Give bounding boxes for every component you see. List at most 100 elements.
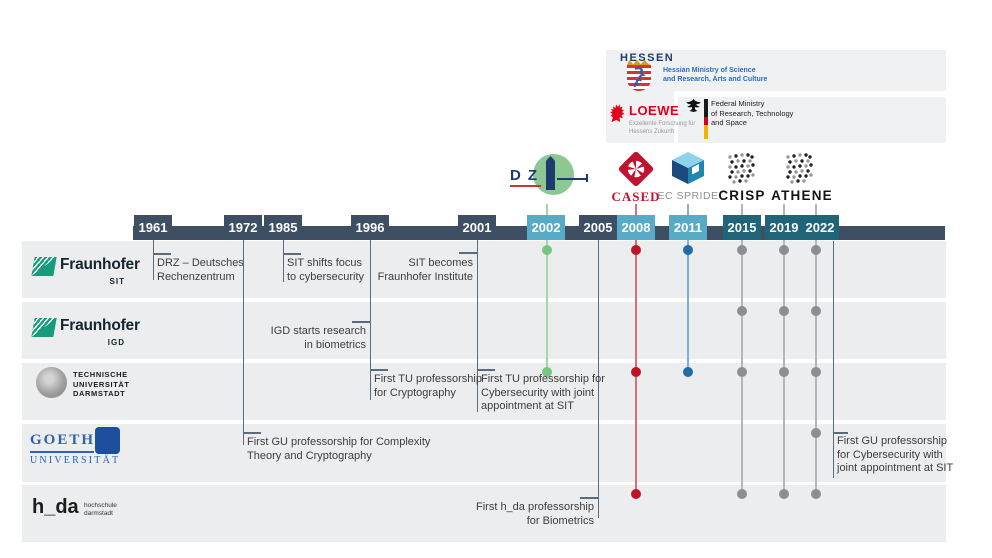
connector-line-1985 xyxy=(283,240,284,282)
federal-ministry-panel xyxy=(678,97,946,143)
milestone-dot xyxy=(683,367,693,377)
year-tab: 2002 xyxy=(527,215,565,240)
hessen-lion-icon xyxy=(633,67,647,88)
dzi-wordmark: DZ xyxy=(510,167,544,184)
german-flag-stripe-black xyxy=(704,99,708,117)
loewe-wordmark: LOEWE xyxy=(629,103,680,118)
year-tab: 2022 xyxy=(801,215,839,240)
row-goethe-universitaet xyxy=(22,424,946,482)
federal-ministry-label: Federal Ministry of Research, Technology… xyxy=(711,99,794,127)
connector-line-2001 xyxy=(477,240,478,412)
ec-spride-wordmark: EC SPRIDE xyxy=(657,190,719,202)
year-tab: 2015 xyxy=(723,215,761,240)
hda-wordmark: h_da xyxy=(32,496,79,518)
cased-wordmark: CASED xyxy=(611,189,661,204)
goethe-sublabel: UNIVERSITÄT xyxy=(30,455,121,466)
milestone-dot xyxy=(779,306,789,316)
hessen-coat-of-arms-icon xyxy=(627,65,651,91)
fraunhofer-igd-wordmark: Fraunhofer xyxy=(60,317,140,334)
connector-line-2005 xyxy=(598,240,599,518)
milestone-dot xyxy=(779,489,789,499)
milestone-line-2022 xyxy=(815,204,817,494)
milestone-dot xyxy=(811,306,821,316)
milestone-dot xyxy=(737,245,747,255)
milestone-dot xyxy=(737,306,747,316)
event-label: IGD starts research in biometrics xyxy=(270,325,366,351)
fraunhofer-mark-icon xyxy=(31,257,57,276)
milestone-dot xyxy=(811,489,821,499)
event-label: SIT shifts focus to cybersecurity xyxy=(287,257,365,283)
milestone-dot xyxy=(542,245,552,255)
milestone-dot xyxy=(779,367,789,377)
hessen-crown-icon xyxy=(627,60,651,65)
hessen-ministry-label: Hessian Ministry of Science and Research… xyxy=(663,67,768,83)
year-tab: 1972 xyxy=(224,215,262,240)
milestone-line-2019 xyxy=(783,204,785,494)
tu-darmstadt-seal-icon xyxy=(36,367,67,398)
hda-sublabel: hochschule darmstadt xyxy=(84,502,117,517)
athene-dots-icon xyxy=(786,153,813,184)
event-label: First h_da professorship for Biometrics xyxy=(476,501,594,527)
fraunhofer-sit-sublabel: SIT xyxy=(109,277,125,286)
goethe-rule xyxy=(30,451,94,453)
connector-tick xyxy=(580,497,598,499)
year-tab: 1985 xyxy=(264,215,302,240)
milestone-dot xyxy=(811,428,821,438)
event-label: First GU professorship for Complexity Th… xyxy=(247,436,431,462)
milestone-line-2015 xyxy=(741,204,743,494)
milestone-dot xyxy=(779,245,789,255)
connector-tick xyxy=(352,321,370,323)
loewe-tagline: Exzellente Forschung für Hessens Zukunft xyxy=(629,121,696,135)
year-tab: 2005 xyxy=(579,215,617,240)
federal-eagle-icon xyxy=(686,99,701,112)
milestone-dot xyxy=(631,367,641,377)
dzi-line xyxy=(557,178,588,180)
year-tab: 2019 xyxy=(765,215,803,240)
loewe-lion-icon xyxy=(610,104,625,122)
ec-spride-cube-icon xyxy=(672,152,704,184)
milestone-dot xyxy=(737,367,747,377)
hessen-panel xyxy=(606,50,946,91)
german-flag-stripe-red xyxy=(704,117,708,125)
cased-logo-icon xyxy=(617,150,655,188)
connector-line-1972 xyxy=(243,240,244,445)
fraunhofer-mark-icon xyxy=(31,318,57,337)
connector-tick xyxy=(477,369,495,371)
event-label: DRZ – Deutsches Rechenzentrum xyxy=(157,257,244,283)
milestone-dot xyxy=(631,245,641,255)
connector-tick xyxy=(153,253,171,255)
event-label: First GU professorship for Cybersecurity… xyxy=(837,435,954,474)
milestone-line-2008 xyxy=(635,204,637,494)
milestone-dot xyxy=(683,245,693,255)
athene-wordmark: ATHENE xyxy=(771,188,833,203)
event-label: First TU professorship for Cybersecurity… xyxy=(481,373,605,412)
connector-tick xyxy=(370,369,388,371)
event-label: First TU professorship for Cryptography xyxy=(374,373,482,399)
hessen-wordmark: HESSEN xyxy=(620,52,675,64)
goethe-wordmark: GOETHE xyxy=(30,432,108,448)
crisp-wordmark: CRISP xyxy=(718,188,766,203)
tu-darmstadt-wordmark: TECHNISCHE UNIVERSITÄT DARMSTADT xyxy=(73,370,130,398)
row-hochschule-darmstadt xyxy=(22,485,946,542)
dzi-line-endcap xyxy=(586,174,588,182)
connector-tick xyxy=(459,252,477,254)
dzi-tower-icon xyxy=(546,156,555,190)
connector-tick xyxy=(243,432,261,434)
crisp-dots-icon xyxy=(728,153,755,184)
row-fraunhofer-sit xyxy=(22,241,946,298)
connector-tick xyxy=(833,432,848,434)
row-fraunhofer-igd xyxy=(22,302,946,359)
fraunhofer-igd-sublabel: IGD xyxy=(107,338,125,347)
milestone-dot xyxy=(737,489,747,499)
dzi-underline xyxy=(510,185,541,187)
milestone-dot xyxy=(631,489,641,499)
connector-tick xyxy=(283,253,301,255)
fraunhofer-sit-wordmark: Fraunhofer xyxy=(60,256,140,273)
row-tu-darmstadt xyxy=(22,363,946,420)
year-tab: 2001 xyxy=(458,215,496,240)
german-flag-stripe-gold xyxy=(704,125,708,139)
goethe-seal-icon xyxy=(95,427,120,454)
year-tab: 1996 xyxy=(351,215,389,240)
event-label: SIT becomes Fraunhofer Institute xyxy=(377,257,473,283)
